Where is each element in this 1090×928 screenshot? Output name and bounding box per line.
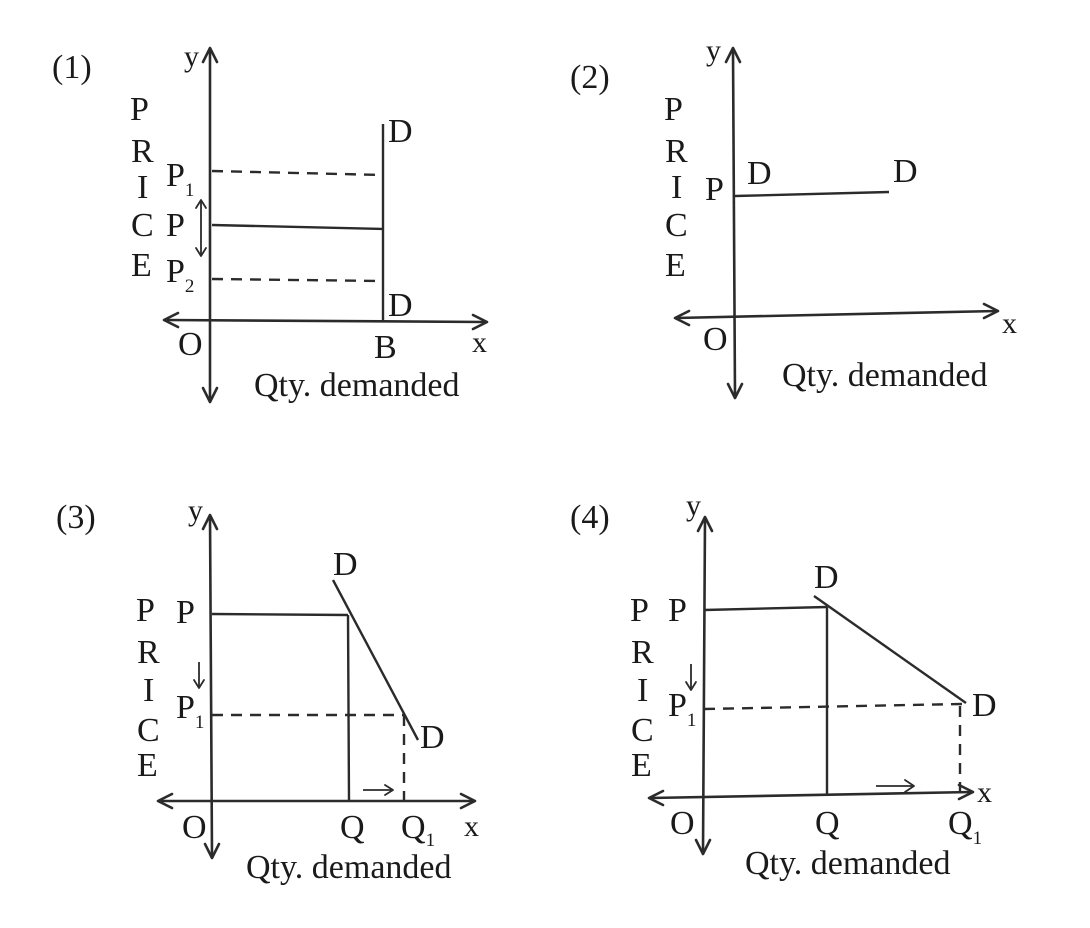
panel-4-price-p: P <box>668 592 687 629</box>
svg-text:C: C <box>631 712 654 749</box>
panel-4-relatively-elastic: (4) y x P R I C E P P1 D <box>570 489 997 882</box>
panel-1-p1-dashed-line <box>211 169 384 177</box>
panel-2-demand-label-right: D <box>893 153 918 190</box>
svg-text:I: I <box>137 169 148 206</box>
svg-text:E: E <box>665 247 686 284</box>
panel-4-y-axis: y <box>686 489 714 856</box>
panel-4-price-p1: P1 <box>668 687 696 731</box>
panel-3-x-caption: Qty. demanded <box>246 849 452 886</box>
panel-4-x-caption: Qty. demanded <box>745 845 951 882</box>
panel-3-x-label: x <box>464 810 479 843</box>
panel-2-origin-label: O <box>703 321 728 358</box>
svg-text:E: E <box>131 247 152 284</box>
panel-2-x-label: x <box>1002 307 1017 340</box>
panel-2-number: (2) <box>570 59 610 96</box>
panel-1-x-label: x <box>472 326 487 359</box>
panel-4-x-label: x <box>977 776 992 809</box>
panel-4-origin-label: O <box>670 805 695 842</box>
panel-2-perfectly-elastic: (2) y x P R I C E P D D O Qty. demanded <box>570 34 1017 400</box>
panel-3-demand-curve <box>331 579 420 741</box>
svg-text:R: R <box>137 634 160 671</box>
svg-text:P: P <box>136 592 155 629</box>
panel-4-number: (4) <box>570 499 610 536</box>
panel-2-x-caption: Qty. demanded <box>782 357 988 394</box>
panel-4-p-line <box>703 605 828 612</box>
panel-3-q-line <box>346 614 351 802</box>
panel-1-point-b: B <box>374 329 397 366</box>
panel-4-demand-label-bottom: D <box>972 687 997 724</box>
panel-1-price-p2: P2 <box>166 253 194 297</box>
svg-text:E: E <box>137 747 158 784</box>
panel-1-y-axis: y <box>184 40 219 404</box>
panel-1-price-change-arrow-icon <box>195 199 207 257</box>
panel-3-quantity-right-arrow-icon <box>363 784 394 796</box>
panel-4-demand-curve <box>813 595 967 704</box>
svg-text:R: R <box>131 133 154 170</box>
panel-3-y-axis: y <box>188 494 221 860</box>
panel-1-x-axis: x <box>162 311 489 359</box>
svg-text:P: P <box>130 91 149 128</box>
panel-4-point-q1: Q1 <box>948 805 982 849</box>
panel-1-p2-dashed-line <box>211 277 384 283</box>
panel-3-origin-label: O <box>182 809 207 846</box>
svg-text:I: I <box>143 672 154 709</box>
panel-3-demand-label-bottom: D <box>420 719 445 756</box>
panel-3-relatively-inelastic: (3) y x P R I C E P P1 D <box>56 494 479 886</box>
panel-1-demand-label-top: D <box>388 113 413 150</box>
panel-4-price-axis-title: P R I C E <box>630 592 654 784</box>
panel-4-x-axis: x <box>647 776 992 809</box>
panel-2-price-axis-title: P R I C E <box>664 91 688 284</box>
panel-1-p-line <box>211 223 384 231</box>
panel-2-y-axis: y <box>706 34 744 400</box>
panel-1-origin-label: O <box>178 326 203 363</box>
panel-1-number: (1) <box>52 49 92 86</box>
panel-3-price-axis-title: P R I C E <box>136 592 160 784</box>
panel-4-quantity-right-arrow-icon <box>876 779 915 793</box>
svg-text:R: R <box>631 634 654 671</box>
panel-4-demand-label-top: D <box>814 559 839 596</box>
panel-3-price-down-arrow-icon <box>193 662 205 689</box>
panel-4-point-q: Q <box>815 805 840 842</box>
panel-3-y-label: y <box>188 494 203 527</box>
panel-1-x-caption: Qty. demanded <box>254 367 460 404</box>
svg-text:P: P <box>664 91 683 128</box>
panel-1-demand-label-bottom: D <box>388 287 413 324</box>
panel-3-p-line <box>211 612 349 617</box>
panel-2-y-label: y <box>706 34 721 67</box>
panel-4-p1-dashed-line <box>703 702 963 711</box>
panel-3-x-axis: x <box>156 792 479 843</box>
svg-text:I: I <box>637 672 648 709</box>
svg-text:I: I <box>671 169 682 206</box>
panel-1-price-p1: P1 <box>166 157 194 201</box>
panel-3-demand-label-top: D <box>333 546 358 583</box>
panel-2-demand-curve <box>734 190 890 198</box>
panel-3-price-p1: P1 <box>176 689 204 733</box>
panel-1-y-label: y <box>184 40 199 73</box>
panel-3-point-q: Q <box>340 809 365 846</box>
svg-text:C: C <box>131 207 154 244</box>
svg-text:E: E <box>631 747 652 784</box>
panel-1-perfectly-inelastic: (1) y x P R I C E P1 P P2 <box>52 40 489 404</box>
svg-text:P: P <box>630 592 649 629</box>
svg-text:C: C <box>137 712 160 749</box>
panel-2-x-axis: x <box>673 302 1017 340</box>
panel-3-point-q1: Q1 <box>401 809 435 851</box>
panel-1-price-axis-title: P R I C E <box>130 91 154 284</box>
panel-2-demand-label-left: D <box>747 155 772 192</box>
svg-text:C: C <box>665 207 688 244</box>
panel-2-price-p: P <box>705 171 724 208</box>
panel-3-price-p: P <box>176 594 195 631</box>
svg-text:R: R <box>665 133 688 170</box>
panel-4-price-down-arrow-icon <box>685 664 697 691</box>
panel-3-number: (3) <box>56 499 96 536</box>
panel-1-price-p: P <box>166 207 185 244</box>
panel-4-y-label: y <box>686 489 701 522</box>
